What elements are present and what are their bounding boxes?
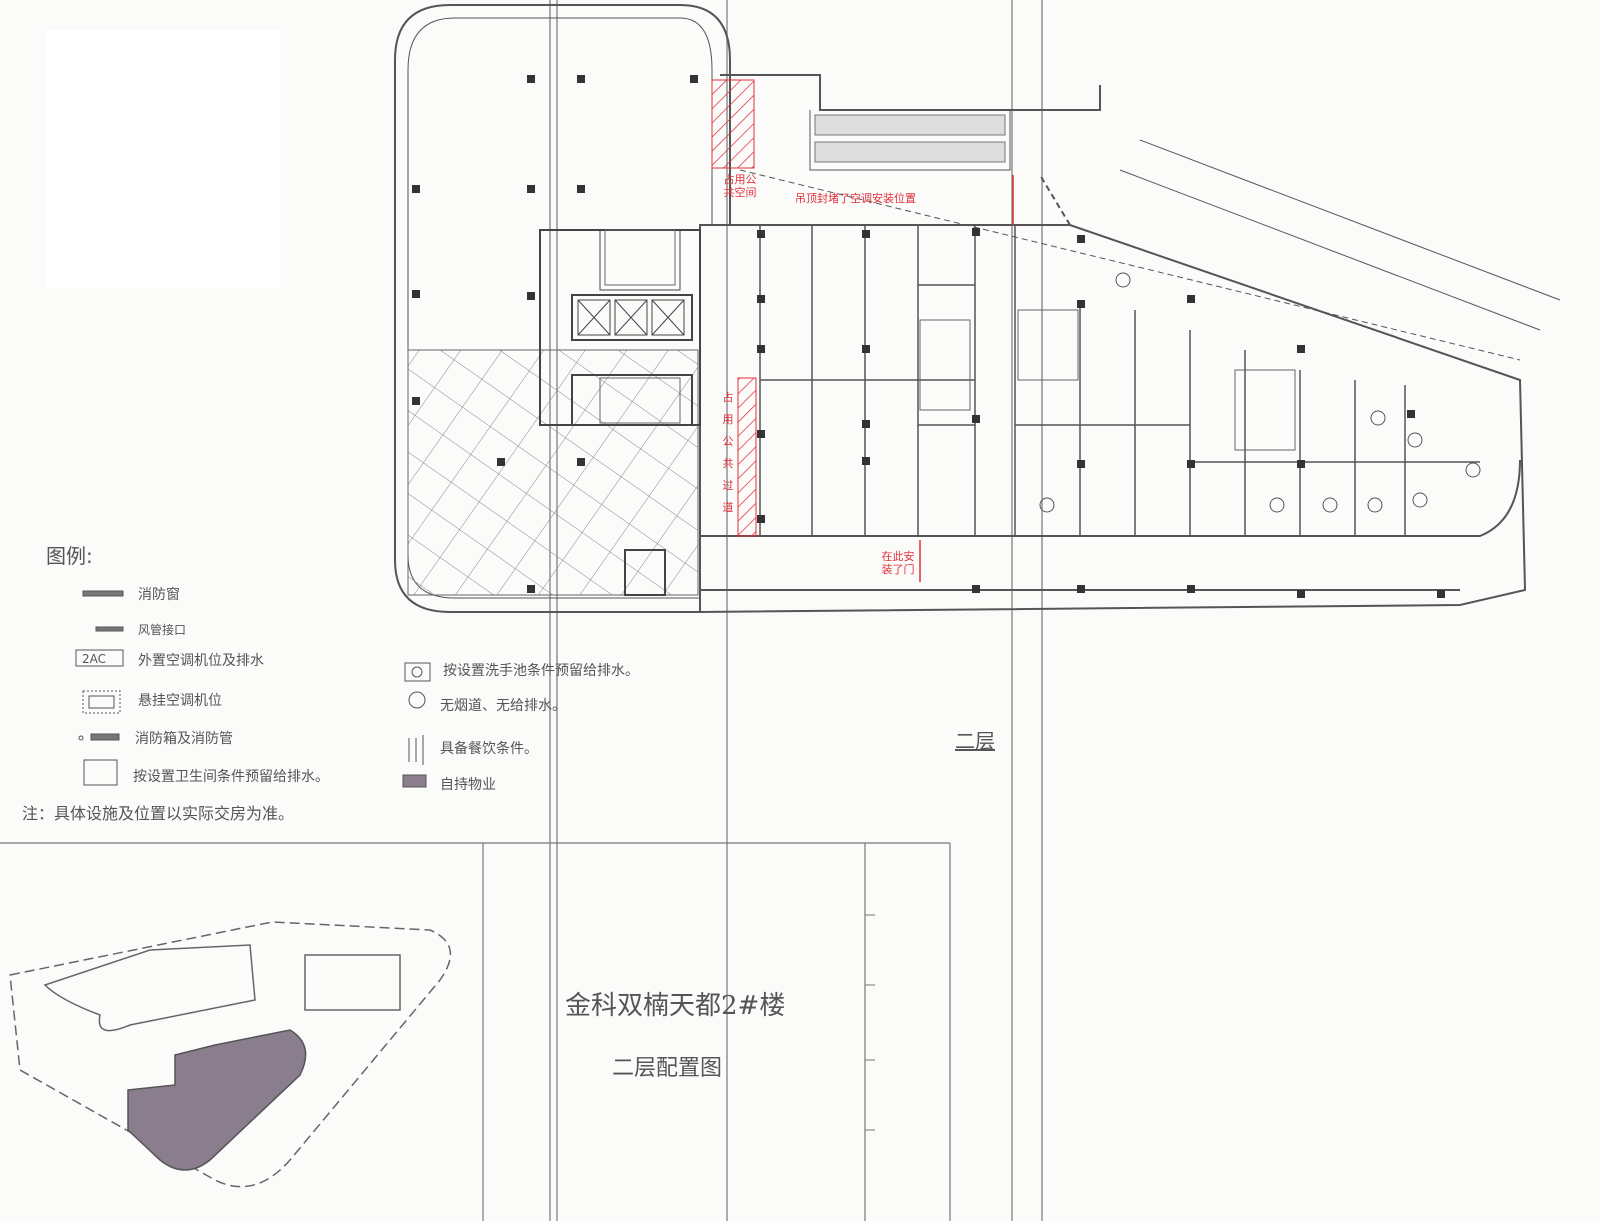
legend-symbols: 2AC xyxy=(75,590,431,788)
annotation-ceiling-blocked: 吊顶封堵了空调安装位置 xyxy=(795,192,916,205)
blank-area xyxy=(45,30,280,288)
site-plan xyxy=(9,921,452,1188)
drawing-subtitle: 二层配置图 xyxy=(612,1056,723,1081)
legend-hanging-ac: 悬挂空调机位 xyxy=(138,693,222,709)
legend-self-owned: 自持物业 xyxy=(440,777,496,793)
annotation-occupied-space: 占用公共空间 xyxy=(723,173,757,199)
legend-title: 图例: xyxy=(46,544,93,568)
floor-label: 二层 xyxy=(955,729,995,753)
legend-no-flue: 无烟道、无给排水。 xyxy=(440,698,566,714)
legend-fire-hydrant: 消防箱及消防管 xyxy=(135,731,233,747)
legend-toilet: 按设置卫生间条件预留给排水。 xyxy=(133,769,329,785)
svg-text:2AC: 2AC xyxy=(82,652,106,666)
legend-external-ac: 外置空调机位及排水 xyxy=(138,653,264,669)
annotation-occupied-corridor: 占用公共过道 xyxy=(722,391,734,514)
legend-duct-interface: 风管接口 xyxy=(138,623,187,637)
drawing-title: 金科双楠天都2#楼 xyxy=(565,991,786,1021)
tiled-plaza xyxy=(407,349,699,596)
legend-fire-window: 消防窗 xyxy=(138,587,180,603)
legend-dining: 具备餐饮条件。 xyxy=(440,741,538,757)
occupied-public-corridor xyxy=(737,377,757,537)
occupied-public-space xyxy=(711,79,755,169)
annotation-door-installed: 在此安装了门 xyxy=(881,550,915,576)
note-text: 注：具体设施及位置以实际交房为准。 xyxy=(22,804,295,823)
legend-sink: 按设置洗手池条件预留给排水。 xyxy=(443,663,639,679)
